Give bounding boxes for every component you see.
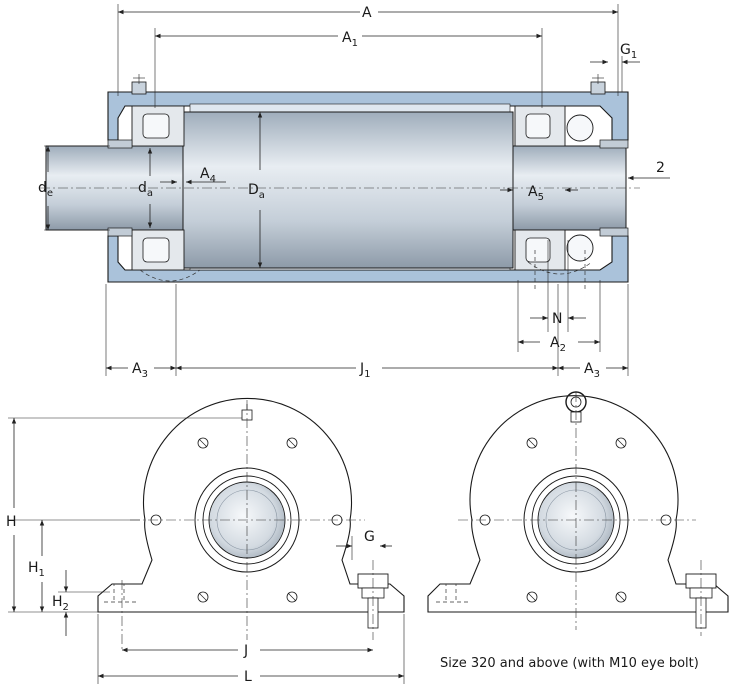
dimension-labels: A A1 G1 de da A4 Da A5 2 N A2 A3 J1 A3 H… [6, 5, 665, 685]
grease-nipple-right [590, 74, 606, 95]
label-J1: J1 [359, 361, 371, 380]
hidden-foot-left [139, 269, 201, 282]
front-view-right [427, 391, 729, 636]
label-L: L [244, 669, 252, 685]
label-A: A [362, 5, 372, 21]
drawing-caption: Size 320 and above (with M10 eye bolt) [440, 656, 699, 671]
label-A2: A2 [550, 335, 566, 354]
right-bearing [514, 105, 629, 271]
section-view [40, 74, 640, 290]
label-A3-left: A3 [132, 361, 148, 380]
label-Da: Da [248, 182, 265, 201]
label-N: N [552, 311, 562, 327]
hidden-foot-right [527, 250, 593, 290]
housing-cavity-top [189, 103, 511, 113]
label-G1: G1 [620, 42, 637, 61]
label-H1: H1 [28, 560, 45, 579]
shaft-center-body [182, 111, 514, 269]
label-A4: A4 [200, 166, 216, 185]
dimensions-front [8, 417, 405, 684]
label-G: G [364, 529, 375, 545]
label-A1: A1 [342, 30, 358, 49]
housing-bottom-wall [107, 235, 629, 283]
label-de: de [38, 180, 53, 199]
left-bearing [107, 105, 185, 271]
dimensions-top [44, 4, 670, 376]
label-H: H [6, 514, 17, 530]
front-view-left [97, 397, 405, 650]
label-da: da [138, 180, 153, 199]
label-2: 2 [656, 160, 665, 176]
label-J: J [243, 643, 248, 659]
label-H2: H2 [52, 594, 69, 613]
label-A5: A5 [528, 184, 544, 203]
grease-nipple-left [131, 74, 147, 95]
label-A3-right: A3 [584, 361, 600, 380]
